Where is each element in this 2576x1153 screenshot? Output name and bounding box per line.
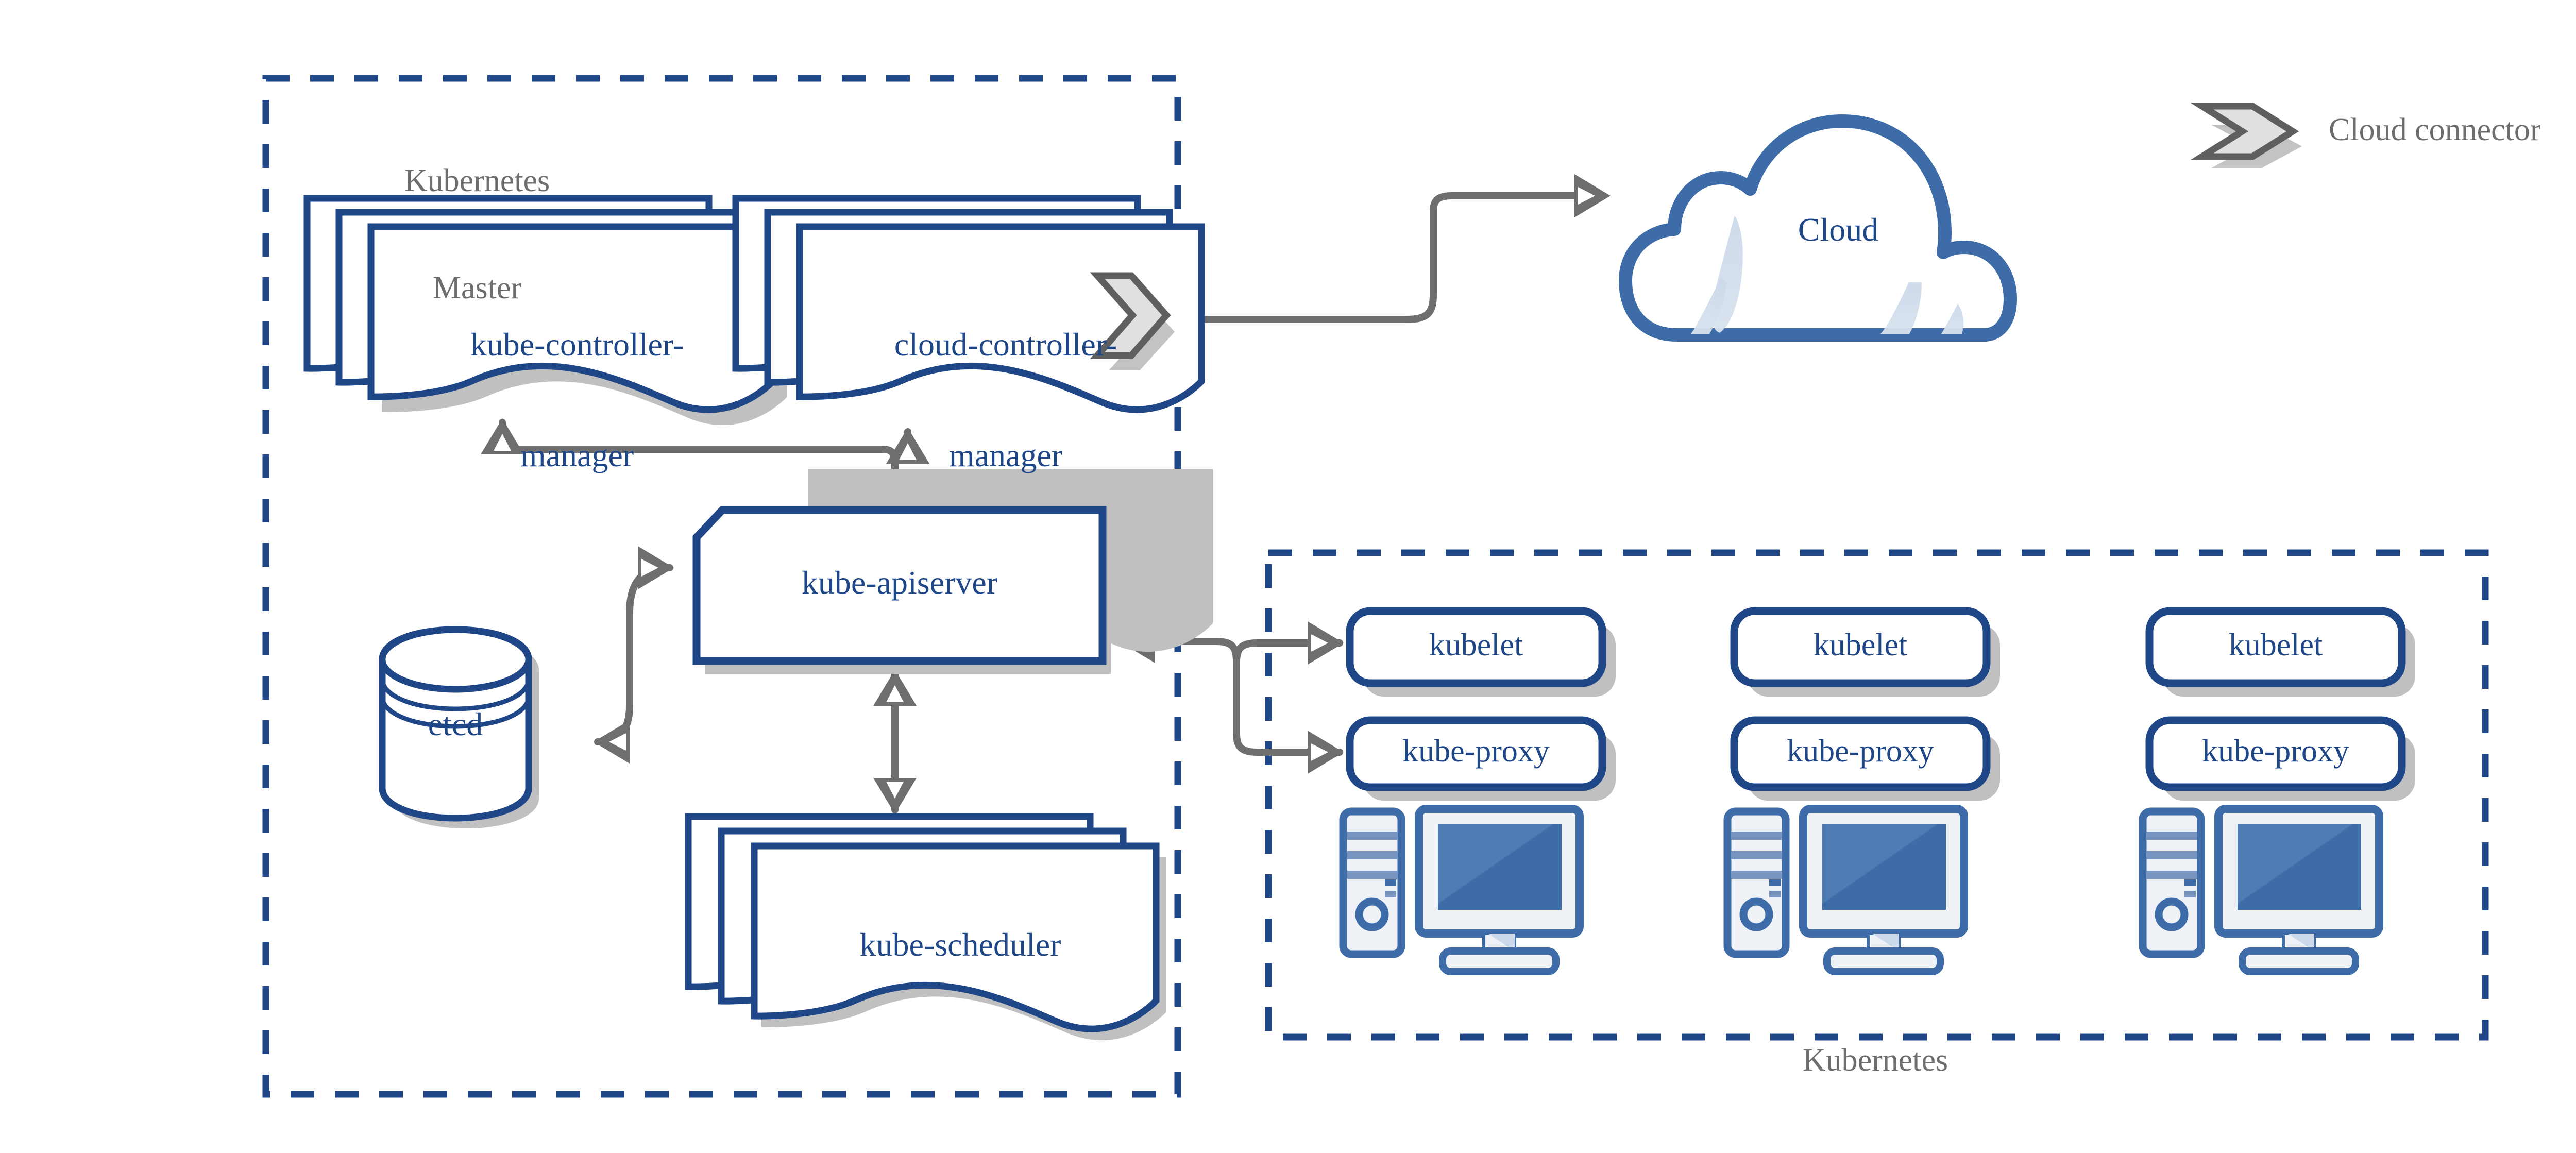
group-label-master: Kubernetes Master — [369, 92, 585, 378]
minion-node-2 — [1723, 607, 2000, 975]
minion-3-kubelet-label: kubelet — [2228, 628, 2323, 663]
group-label-minions: Kubernetes Minions — [1767, 971, 1984, 1153]
minion-2-kubelet-label: kubelet — [1813, 628, 1908, 663]
minion-1-kube-proxy-label: kube-proxy — [1402, 734, 1550, 769]
group-label-master-line1: Kubernetes — [404, 163, 550, 198]
kube-apiserver-label: kube-apiserver — [801, 564, 998, 601]
etcd-shape — [379, 626, 539, 828]
computer-icon-1 — [1339, 805, 1584, 975]
legend-label-cloud-connector: Cloud connector — [2329, 112, 2541, 147]
group-label-minions-line1: Kubernetes — [1802, 1042, 1948, 1078]
group-label-master-line2: Master — [432, 270, 522, 306]
kube-controller-manager-label: kube-controller- manager — [381, 252, 773, 548]
group-boundary-minions — [1265, 549, 2489, 1041]
cloud-controller-manager-label: cloud-controller- manager — [810, 252, 1201, 548]
computer-icon-3 — [2139, 805, 2383, 975]
computer-icon-2 — [1723, 805, 1968, 975]
kube-scheduler-shape — [688, 817, 1166, 1041]
kube-controller-manager-label-line2: manager — [520, 437, 634, 474]
minion-node-3 — [2139, 607, 2415, 975]
cloud-label: Cloud — [1798, 211, 1879, 248]
kube-controller-manager-shape — [307, 198, 787, 426]
minion-node-1 — [1339, 607, 1616, 975]
group-label-minions-line2: Minions — [1767, 1150, 1984, 1153]
cloud-connector-chevron-inline — [1090, 272, 1175, 370]
minion-3-kube-proxy-label: kube-proxy — [2202, 734, 2349, 769]
etcd-label: etcd — [428, 706, 483, 742]
cloud-connector-icon — [2190, 103, 2302, 168]
kube-apiserver-shape — [692, 506, 1111, 674]
kube-scheduler-label: kube-scheduler — [859, 926, 1061, 963]
cloud-shape — [1619, 114, 2017, 342]
kube-controller-manager-label-line1: kube-controller- — [470, 326, 684, 363]
minion-2-kube-proxy-label: kube-proxy — [1787, 734, 1934, 769]
minion-1-kubelet-label: kubelet — [1429, 628, 1523, 663]
cloud-controller-manager-label-line1: cloud-controller- — [894, 326, 1117, 363]
cloud-controller-manager-label-line2: manager — [948, 437, 1063, 474]
